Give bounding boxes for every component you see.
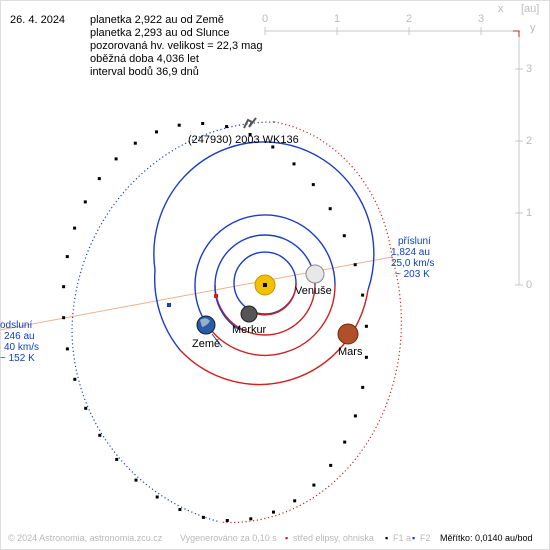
orbit-point <box>97 177 101 181</box>
earth-to-asteroid-tick <box>211 333 223 348</box>
orbit-point <box>293 499 297 503</box>
top-tick-1: 1 <box>334 13 341 25</box>
orbit-point <box>178 508 182 511</box>
orbit-point <box>361 293 365 297</box>
earth-distance: planetka 2,922 au od Země <box>90 14 224 26</box>
unit-label: [au] <box>521 3 540 15</box>
axis-corner-mark <box>513 30 520 37</box>
ellipse-center-marker <box>214 294 218 298</box>
orbit-point <box>177 123 181 127</box>
orbit-point <box>155 130 158 134</box>
legend-center: střed elipsy, ohniska <box>293 533 374 543</box>
top-tick-2: 2 <box>406 13 413 25</box>
mars-orbit <box>153 141 375 386</box>
orbit-point <box>114 157 118 161</box>
orbit-point <box>329 463 333 467</box>
copyright: © 2024 Astronomia, astronomia.zcu.cz <box>8 533 163 543</box>
orbit-point <box>155 495 159 499</box>
orbit-point <box>249 517 253 521</box>
right-tick-0: 0 <box>526 279 533 291</box>
orbit-point <box>115 457 119 461</box>
orbit-point <box>73 226 77 230</box>
y-axis-label: y <box>530 22 536 34</box>
right-tick-1: 1 <box>526 207 533 219</box>
legend-f1: F1 a <box>393 533 412 543</box>
perihelion-speed: 25,0 km/s <box>391 258 435 269</box>
asteroid-orbit-points <box>62 122 368 522</box>
orbit-point <box>292 162 296 166</box>
date-label: 26. 4. 2024 <box>10 14 66 26</box>
asteroid-marker <box>243 117 257 129</box>
asteroid-orbit <box>71 121 402 524</box>
orbit-point <box>361 385 365 389</box>
legend-f2-marker: ▪ <box>412 533 416 543</box>
orbit-point <box>84 406 88 410</box>
orbit-point <box>343 440 347 444</box>
venus <box>305 264 325 284</box>
right-tick-2: 2 <box>526 135 533 147</box>
mercury-orbit <box>233 251 297 316</box>
orbit-point <box>353 263 357 267</box>
orbit-point <box>65 347 69 351</box>
orbit-point <box>134 478 138 482</box>
aphelion-title: odsluní <box>0 320 33 331</box>
orbit-point <box>272 510 275 514</box>
sun-distance: planetka 2,293 au od Slunce <box>90 27 230 39</box>
orbit-point <box>225 519 229 522</box>
mercury-label: Merkur <box>232 324 267 336</box>
legend-f2: F2 <box>420 533 431 543</box>
asteroid-label: (247930) 2003 WK136 <box>188 134 299 146</box>
orbit-point <box>83 200 87 204</box>
sun-focus-marker <box>263 283 267 287</box>
scale-label: Měřítko: 0,0140 au/bod <box>440 533 533 543</box>
perihelion-title: přísluní <box>398 236 431 247</box>
right-tick-3: 3 <box>526 63 533 75</box>
mars-label: Mars <box>338 346 363 358</box>
orbit-point <box>364 355 368 359</box>
aphelion-speed: 40 km/s <box>4 342 40 353</box>
orbit-point <box>311 183 315 187</box>
orbit-point <box>201 515 205 519</box>
orbit-point <box>342 234 346 238</box>
orbit-point <box>62 316 66 320</box>
orbital-period: oběžná doba 4,036 let <box>90 53 199 65</box>
point-interval: interval bodů 36,9 dnů <box>90 66 199 78</box>
orbit-point <box>353 414 357 418</box>
top-tick-0: 0 <box>262 13 269 25</box>
top-tick-3: 3 <box>478 13 485 25</box>
aphelion-distance: 246 au <box>4 331 35 342</box>
perihelion-temperature: ~ 203 K <box>395 269 430 280</box>
orbit-point <box>201 122 205 125</box>
orbit-point <box>98 433 102 437</box>
venus-orbit <box>214 234 316 336</box>
orbit-point <box>73 377 77 381</box>
orbit-point <box>312 483 316 487</box>
aphelion-temperature: ~ 152 K <box>0 353 35 364</box>
mars <box>337 323 359 345</box>
orbit-point <box>271 145 275 149</box>
orbit-point <box>65 255 69 259</box>
orbit-point <box>248 133 252 136</box>
mercury <box>240 305 258 323</box>
focus-f2-marker <box>167 303 171 307</box>
legend-center-marker: ▪ <box>285 533 289 543</box>
orbit-point <box>225 125 229 129</box>
generated-time: Vygenerováno za 0,10 s <box>180 533 277 543</box>
orbit-point <box>62 285 66 289</box>
perihelion-distance: 1,824 au <box>391 247 430 258</box>
orbit-point <box>328 207 332 211</box>
earth-land <box>200 318 210 327</box>
magnitude: pozorovaná hv. velikost = 22,3 mag <box>90 40 263 52</box>
orbit-point <box>133 141 137 145</box>
x-axis-label: x <box>498 3 504 15</box>
earth-label: Země <box>192 338 221 350</box>
venus-label: Venuše <box>295 285 332 297</box>
orbit-point <box>364 324 368 328</box>
legend-f1-marker: ▪ <box>385 533 389 543</box>
